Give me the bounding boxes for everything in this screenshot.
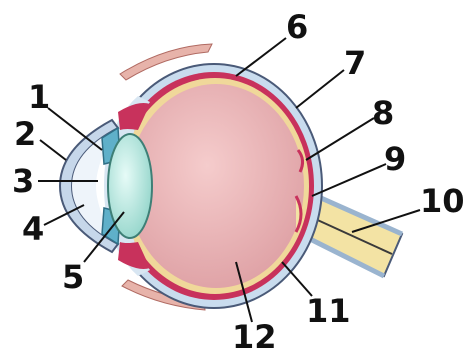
- label-1: 1: [28, 78, 50, 116]
- vitreous-body: [128, 84, 304, 288]
- label-10: 10: [420, 182, 465, 220]
- label-4: 4: [22, 210, 44, 248]
- leader-7: [296, 70, 344, 108]
- label-9: 9: [384, 140, 406, 178]
- leader-8: [306, 118, 374, 160]
- label-7: 7: [344, 44, 366, 82]
- label-6: 6: [286, 8, 308, 46]
- label-8: 8: [372, 94, 394, 132]
- label-2: 2: [14, 115, 36, 153]
- label-11: 11: [306, 292, 351, 330]
- label-12: 12: [232, 318, 277, 351]
- label-3: 3: [12, 162, 34, 200]
- label-5: 5: [62, 258, 84, 296]
- leader-11: [282, 262, 312, 296]
- leader-6: [236, 38, 286, 76]
- leader-1: [48, 108, 102, 150]
- leader-9: [312, 164, 386, 196]
- leader-2: [40, 140, 66, 160]
